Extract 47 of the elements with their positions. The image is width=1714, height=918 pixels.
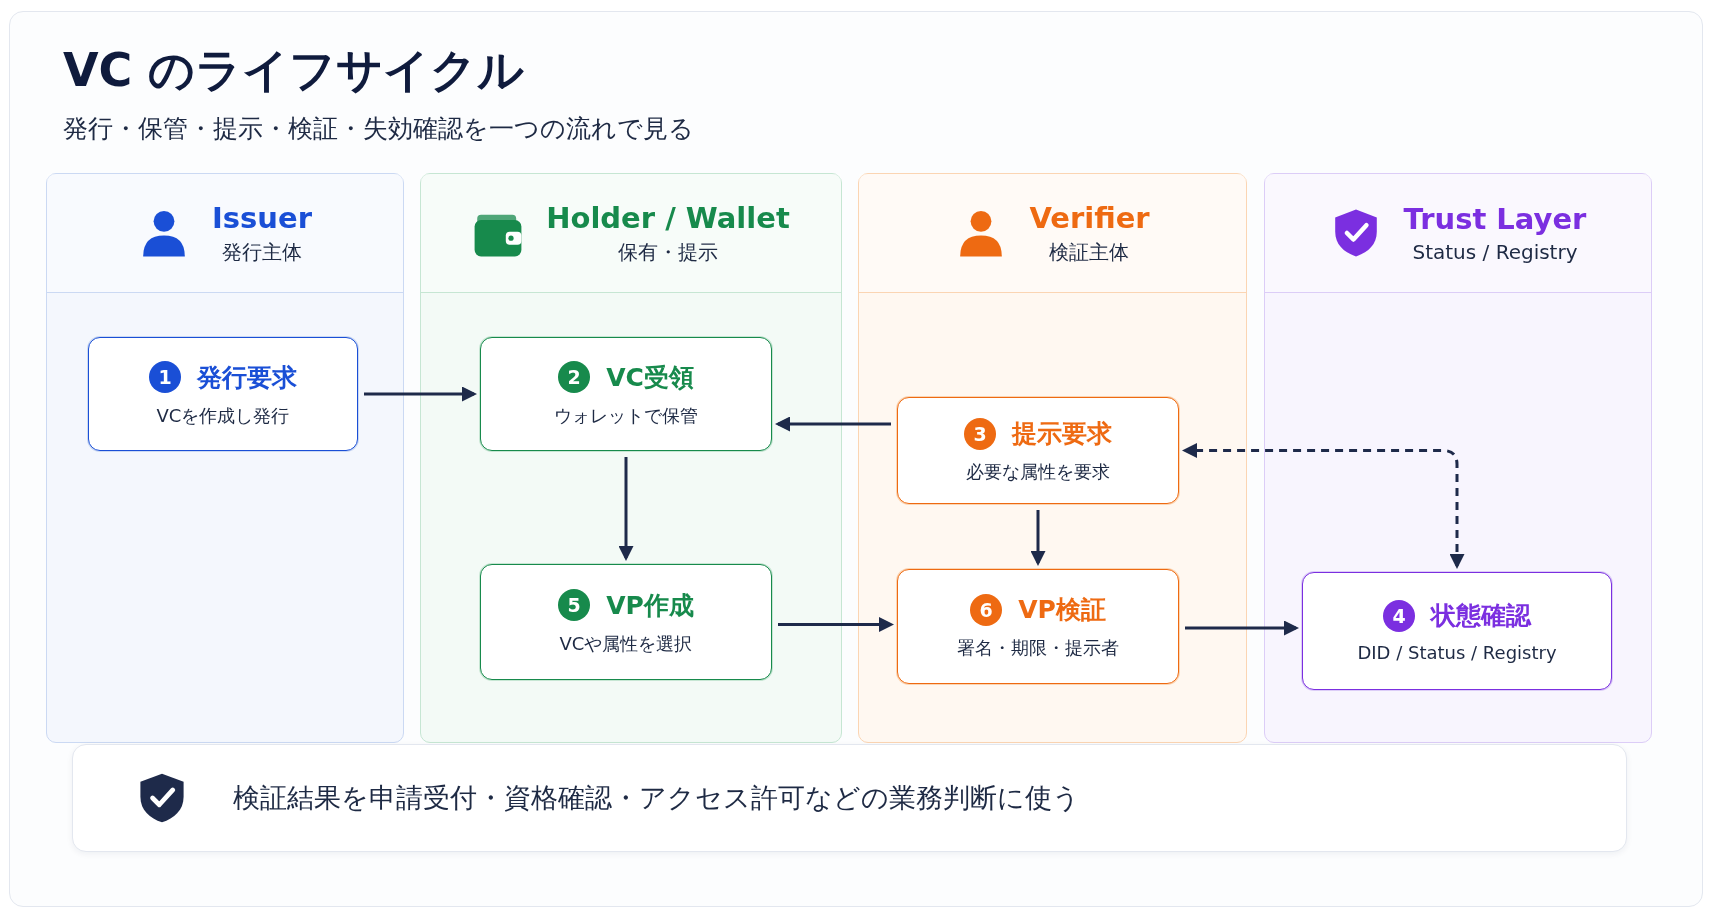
step-description: ウォレットで保管: [554, 403, 698, 428]
step-description: VCを作成し発行: [156, 403, 290, 428]
title: VC のライフサイクル: [63, 42, 525, 99]
process-box: [88, 337, 358, 451]
note-text: 検証結果を申請受付・資格確認・アクセス許可などの業務判断に使う: [233, 781, 1080, 815]
arrow: [618, 457, 634, 561]
step-title: VC受領: [606, 361, 694, 394]
lane-subtitle: 検証主体: [1049, 238, 1130, 266]
note-banner: [72, 744, 1627, 852]
step-description: VCや属性を選択: [559, 631, 693, 656]
lane-title: Trust Layer: [1403, 202, 1587, 236]
step-title: VP作成: [606, 589, 694, 622]
arrow: [775, 416, 891, 432]
arrow: [364, 386, 477, 402]
process-box: [480, 337, 772, 451]
process-box: [897, 569, 1179, 684]
step-number: 2: [558, 361, 591, 393]
arrow: [778, 617, 894, 632]
process-box: [480, 564, 772, 680]
step-title: 発行要求: [197, 361, 297, 394]
step-description: 必要な属性を要求: [966, 460, 1110, 484]
lane-title: Holder / Wallet: [546, 200, 790, 235]
lane-title: Issuer: [212, 200, 312, 235]
step-number: 4: [1383, 599, 1415, 632]
step-number: 3: [964, 417, 996, 450]
arrow: [1182, 443, 1465, 569]
arrow: [1030, 510, 1046, 566]
lane-title: Verifier: [1029, 200, 1150, 235]
swimlane: [858, 173, 1247, 743]
lane-subtitle: 発行主体: [222, 238, 302, 266]
step-title: VP検証: [1018, 594, 1106, 626]
process-box: [897, 397, 1179, 504]
lane-subtitle: 保有・提示: [618, 238, 718, 266]
step-title: 状態確認: [1431, 600, 1531, 632]
subtitle: 発行・保管・提示・検証・失効確認を一つの流れで見る: [63, 113, 694, 145]
swimlane: [1264, 173, 1652, 743]
step-number: 6: [970, 593, 1003, 626]
process-box: [1302, 572, 1612, 690]
step-number: 1: [149, 361, 181, 393]
step-description: 署名・期限・提示者: [957, 636, 1119, 660]
step-description: DID / Status / Registry: [1357, 642, 1557, 663]
arrow: [1185, 620, 1299, 636]
lane-subtitle: Status / Registry: [1412, 240, 1578, 264]
step-title: 提示要求: [1012, 418, 1112, 450]
swimlane: [46, 173, 404, 743]
swimlane: [420, 173, 842, 743]
step-number: 5: [558, 589, 591, 621]
